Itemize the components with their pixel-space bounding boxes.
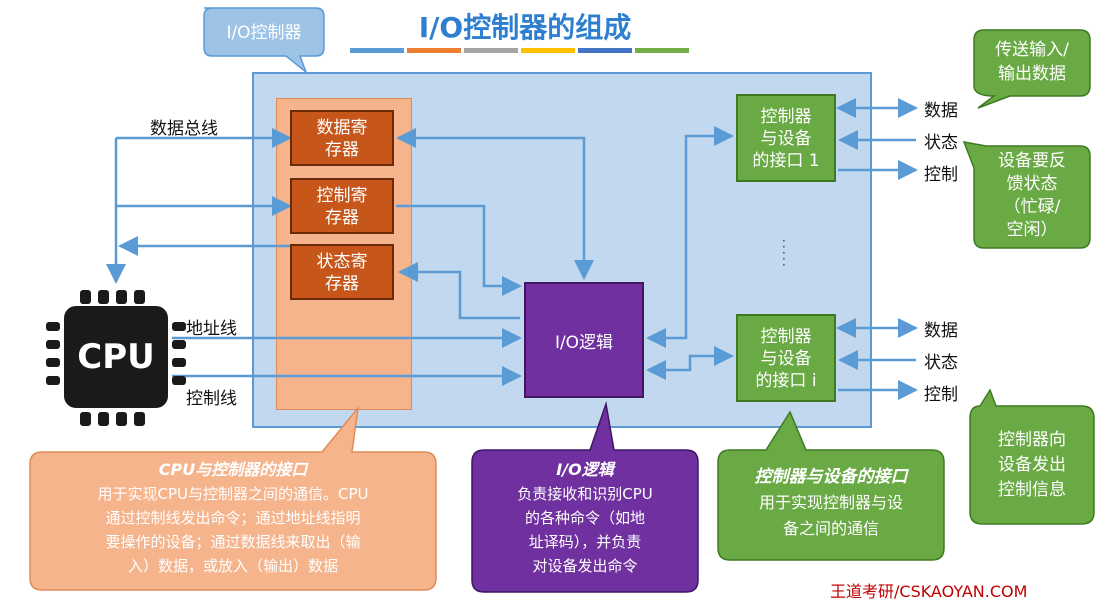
color-bar-orange (407, 48, 461, 53)
io-logic-line1: 负责接收和识别CPU (517, 485, 653, 503)
cpu-pin (80, 290, 91, 304)
transfer-callout-shape (973, 29, 1091, 109)
color-bar-green (635, 48, 689, 53)
io-logic-line3: 址译码），并负责 (528, 533, 642, 551)
footer-brand: 王道考研/CSKAOYAN.COM (830, 582, 1028, 601)
device-interface-line2: 备之间的通信 (782, 519, 879, 538)
data-register-line2: 存器 (325, 140, 359, 160)
address-bus-label: 地址线 (186, 319, 237, 339)
feedback-callout-line2: 馈状态 (1006, 174, 1058, 194)
color-bar-blue (350, 48, 404, 53)
color-bar-yellow (521, 48, 575, 53)
control-reg-link (396, 204, 522, 296)
logic-interface1-link (646, 126, 734, 348)
transfer-callout-line2: 输出数据 (998, 64, 1066, 84)
cpu-pin (46, 322, 60, 331)
interface1-line2: 与设备 (760, 129, 812, 149)
cpu-pin (172, 358, 186, 367)
cpu-pin (116, 412, 127, 426)
feedback-callout: 设备要反 馈状态 （忙碌/ 空闲） (974, 150, 1090, 242)
io-logic-line2: 的各种命令（如地 (524, 509, 645, 527)
control-register: 控制寄 存器 (290, 178, 394, 234)
io-logic-callout-title: I/O逻辑 (556, 460, 614, 479)
iface1-status-label: 状态 (924, 133, 958, 153)
io-logic-callout: I/O逻辑 负责接收和识别CPU 的各种命令（如地 址译码），并负责 对设备发出… (472, 458, 698, 578)
ifacei-control-label: 控制 (924, 385, 958, 405)
cpu-interface-line4: 入）数据，或放入（输出）数据 (127, 557, 338, 575)
cpu-interface-line1: 用于实现CPU与控制器之间的通信。CPU (97, 485, 369, 503)
device-interface-callout-shape (717, 410, 945, 561)
data-bus-label: 数据总线 (150, 119, 218, 139)
device-interface-callout: 控制器与设备的接口 用于实现控制器与设 备之间的通信 (718, 464, 944, 542)
page-title: I/O控制器的组成 (418, 11, 632, 44)
cpu-pin (134, 412, 145, 426)
control-info-line1: 控制器向 (998, 430, 1066, 450)
status-register: 状态寄 存器 (290, 244, 394, 300)
cpu-interface-callout: CPU与控制器的接口 用于实现CPU与控制器之间的通信。CPU 通过控制线发出命… (30, 458, 436, 578)
interfacei-line3: 的接口 i (755, 371, 817, 391)
cpu-interface-callout-shape (29, 405, 437, 591)
feedback-callout-line4: 空闲） (1006, 220, 1058, 240)
cpu-pin (134, 290, 145, 304)
ifacei-data-label: 数据 (924, 321, 958, 341)
cpu-pin (46, 340, 60, 349)
status-register-line2: 存器 (325, 274, 359, 294)
data-register: 数据寄 存器 (290, 110, 394, 166)
cpu-pin (172, 322, 186, 331)
cpu-interface-callout-title: CPU与控制器的接口 (158, 460, 308, 479)
ellipsis-vertical: ····· (782, 234, 786, 272)
cpu-pin (172, 340, 186, 349)
cpu-pin (98, 290, 109, 304)
device-interface-callout-title: 控制器与设备的接口 (754, 467, 908, 487)
feedback-callout-shape (962, 141, 1091, 249)
cpu-pin (98, 412, 109, 426)
iface1-control-label: 控制 (924, 165, 958, 185)
io-logic-line4: 对设备发出命令 (532, 557, 638, 575)
feedback-callout-line3: （忙碌/ (1003, 197, 1061, 217)
interfacei-line2: 与设备 (760, 349, 812, 369)
control-info-callout-shape (969, 388, 1095, 525)
cpu-interface-line2: 通过控制线发出命令；通过地址线指明 (105, 509, 361, 527)
io-controller-tag-shape (203, 7, 325, 75)
data-register-line1: 数据寄 (316, 118, 368, 138)
cpu-interface-line3: 要操作的设备；通过数据线来取出（输 (105, 533, 361, 551)
control-info-line3: 控制信息 (998, 480, 1066, 500)
transfer-callout: 传送输入/ 输出数据 (974, 38, 1090, 86)
interface1-line1: 控制器 (760, 107, 812, 127)
device-interface-line1: 用于实现控制器与设 (758, 493, 903, 512)
interface1-line3: 的接口 1 (752, 151, 820, 171)
status-reg-link (398, 262, 520, 320)
ifacei-status-label: 状态 (924, 353, 958, 373)
device-interface-i: 控制器 与设备 的接口 i (736, 314, 836, 402)
status-register-line1: 状态寄 (316, 252, 368, 272)
interfacei-line1: 控制器 (760, 327, 812, 347)
control-register-line1: 控制寄 (316, 186, 368, 206)
control-info-line2: 设备发出 (998, 455, 1066, 475)
cpu-pin (46, 358, 60, 367)
logic-interfacei-link (646, 346, 734, 380)
device-interface-1: 控制器 与设备 的接口 1 (736, 94, 836, 182)
feedback-callout-line1: 设备要反 (998, 151, 1066, 171)
color-bar-gray (464, 48, 518, 53)
io-logic-callout-shape (471, 401, 699, 593)
color-bar-darkblue (578, 48, 632, 53)
cpu-pin (116, 290, 127, 304)
data-reg-link (396, 128, 594, 280)
cpu-body (64, 306, 168, 408)
cpu-pin (46, 376, 60, 385)
iface1-data-label: 数据 (924, 101, 958, 121)
cpu-label: CPU (77, 337, 155, 377)
transfer-callout-line1: 传送输入/ (995, 40, 1069, 60)
control-bus-label: 控制线 (186, 389, 237, 409)
control-register-line2: 存器 (325, 208, 359, 228)
control-info-callout: 控制器向 设备发出 控制信息 (970, 428, 1094, 503)
io-logic-block: I/O逻辑 (524, 282, 644, 398)
cpu-pin (172, 376, 186, 385)
cpu-pin (80, 412, 91, 426)
io-controller-tag: I/O控制器 (226, 23, 302, 43)
